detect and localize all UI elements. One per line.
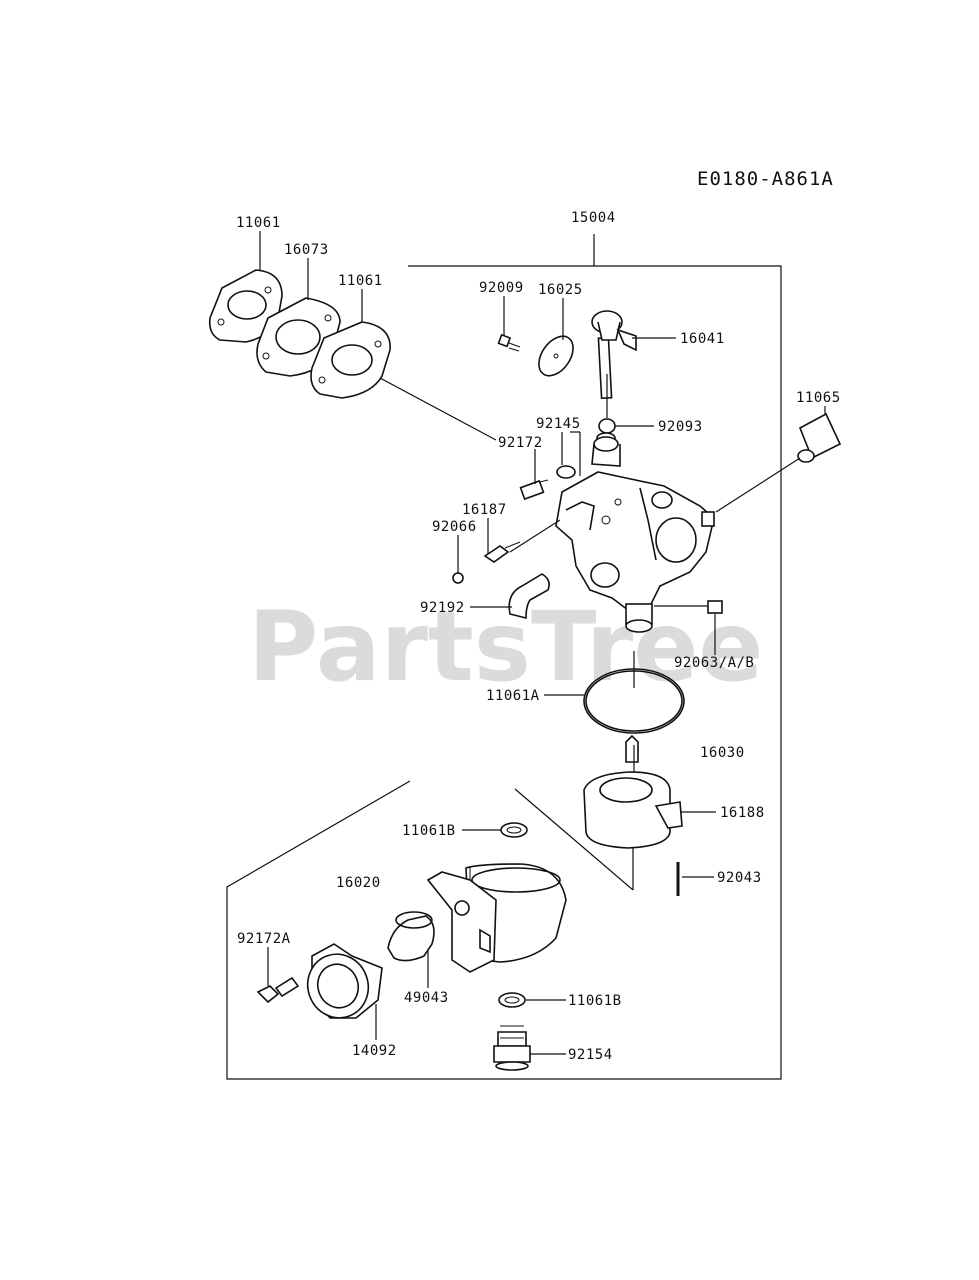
tube-92192[interactable] — [508, 573, 550, 620]
pipe-11065[interactable] — [797, 412, 842, 463]
jet-92172[interactable] — [519, 479, 549, 501]
label-16025: 16025 — [538, 282, 583, 298]
label-11061A: 11061A — [486, 688, 540, 704]
gasket-11061-mid[interactable] — [310, 321, 391, 399]
label-11061B-bottom: 11061B — [568, 993, 622, 1009]
label-92172A: 92172A — [237, 931, 291, 947]
label-92063-a-b: 92063/A/B — [674, 655, 754, 671]
float-16030[interactable] — [583, 771, 683, 849]
ball-92066[interactable] — [452, 572, 464, 584]
part-labels: 11061 16073 11061 15004 92009 16025 1604… — [236, 210, 841, 1063]
label-92154: 92154 — [568, 1047, 613, 1063]
assembly-frame — [226, 234, 782, 1080]
label-92172: 92172 — [498, 435, 543, 451]
bolt-92172A[interactable] — [256, 976, 300, 1004]
label-92066: 92066 — [432, 519, 477, 535]
seal-92093[interactable] — [598, 418, 616, 434]
label-92145: 92145 — [536, 416, 581, 432]
label-16030: 16030 — [700, 745, 745, 761]
screw-92009[interactable] — [497, 333, 521, 352]
label-16188: 16188 — [720, 805, 765, 821]
label-11061-mid: 11061 — [338, 273, 383, 289]
spring-92145[interactable] — [556, 465, 576, 479]
drain-screw-92063[interactable] — [707, 600, 723, 614]
label-11061B-top: 11061B — [402, 823, 456, 839]
diagram-code: E0180-A861A — [697, 168, 834, 190]
label-49043: 49043 — [404, 990, 449, 1006]
choke-plate-16025[interactable] — [532, 330, 580, 382]
float-bowl-16020[interactable] — [426, 863, 567, 973]
washer-11061B-bottom[interactable] — [498, 992, 526, 1008]
screw-16187[interactable] — [483, 541, 521, 563]
label-11065: 11065 — [796, 390, 841, 406]
leader-lines — [259, 231, 826, 1055]
label-92009: 92009 — [479, 280, 524, 296]
bolt-92154[interactable] — [493, 1025, 531, 1071]
label-11061-top: 11061 — [236, 215, 281, 231]
label-14092: 14092 — [352, 1043, 397, 1059]
elbow-14092[interactable] — [299, 943, 383, 1026]
label-16041: 16041 — [680, 331, 725, 347]
filter-49043[interactable] — [387, 911, 435, 962]
watermark: PartsTree — [248, 591, 763, 703]
label-15004: 15004 — [571, 210, 616, 226]
label-92192: 92192 — [420, 600, 465, 616]
choke-shaft-16041[interactable] — [591, 310, 637, 400]
label-16073: 16073 — [284, 242, 329, 258]
label-16187: 16187 — [462, 502, 507, 518]
label-92043: 92043 — [717, 870, 762, 886]
washer-11061B-top[interactable] — [500, 822, 528, 838]
label-92093: 92093 — [658, 419, 703, 435]
carburetor-body-15004[interactable] — [555, 432, 715, 633]
label-16020: 16020 — [336, 875, 381, 891]
needle-16030[interactable] — [625, 734, 639, 763]
